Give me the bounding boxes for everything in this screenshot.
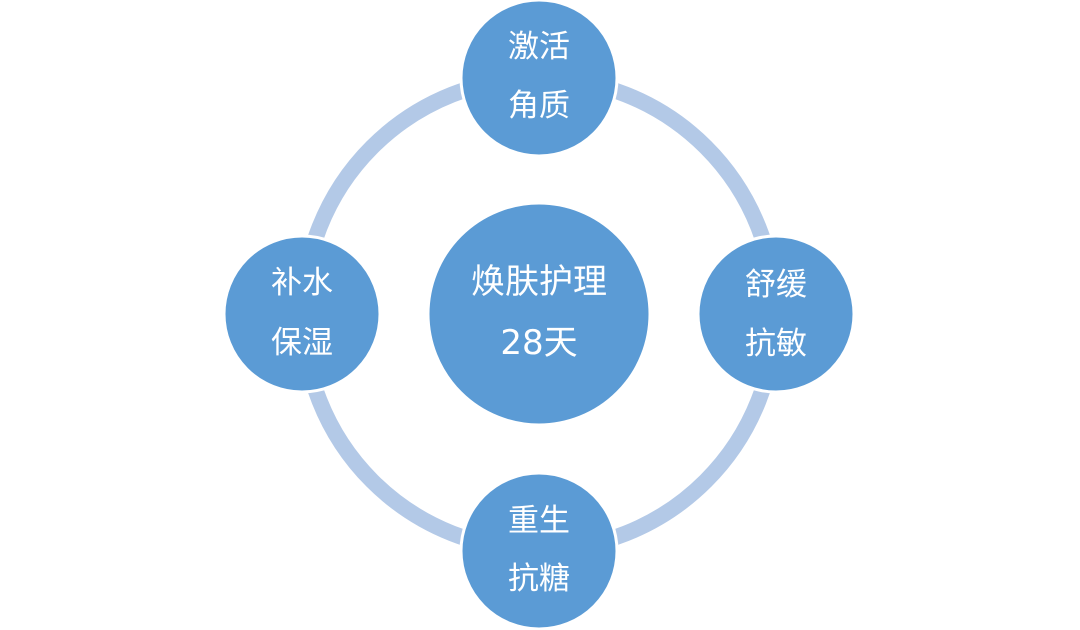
- node-left: 补水 保湿: [222, 234, 382, 394]
- node-left-circle: [222, 234, 382, 394]
- node-bottom: 重生 抗糖: [459, 471, 619, 630]
- node-bottom-label-2: 抗糖: [508, 561, 570, 597]
- node-right-circle: [696, 234, 856, 394]
- node-top: 激活 角质: [459, 0, 619, 158]
- center-subtitle: 28天: [500, 323, 577, 363]
- center-title: 焕肤护理: [471, 262, 607, 302]
- node-top-circle: [459, 0, 619, 158]
- node-bottom-label-1: 重生: [508, 503, 570, 539]
- node-left-label-2: 保湿: [271, 325, 333, 361]
- node-right-label-1: 舒缓: [745, 267, 807, 303]
- node-bottom-circle: [459, 471, 619, 630]
- center-node: 焕肤护理 28天: [426, 201, 652, 427]
- center-circle: [426, 201, 652, 427]
- node-left-label-1: 补水: [271, 265, 333, 301]
- node-top-label-2: 角质: [508, 88, 570, 124]
- node-right-label-2: 抗敏: [745, 326, 807, 362]
- node-top-label-1: 激活: [508, 29, 570, 65]
- node-right: 舒缓 抗敏: [696, 234, 856, 394]
